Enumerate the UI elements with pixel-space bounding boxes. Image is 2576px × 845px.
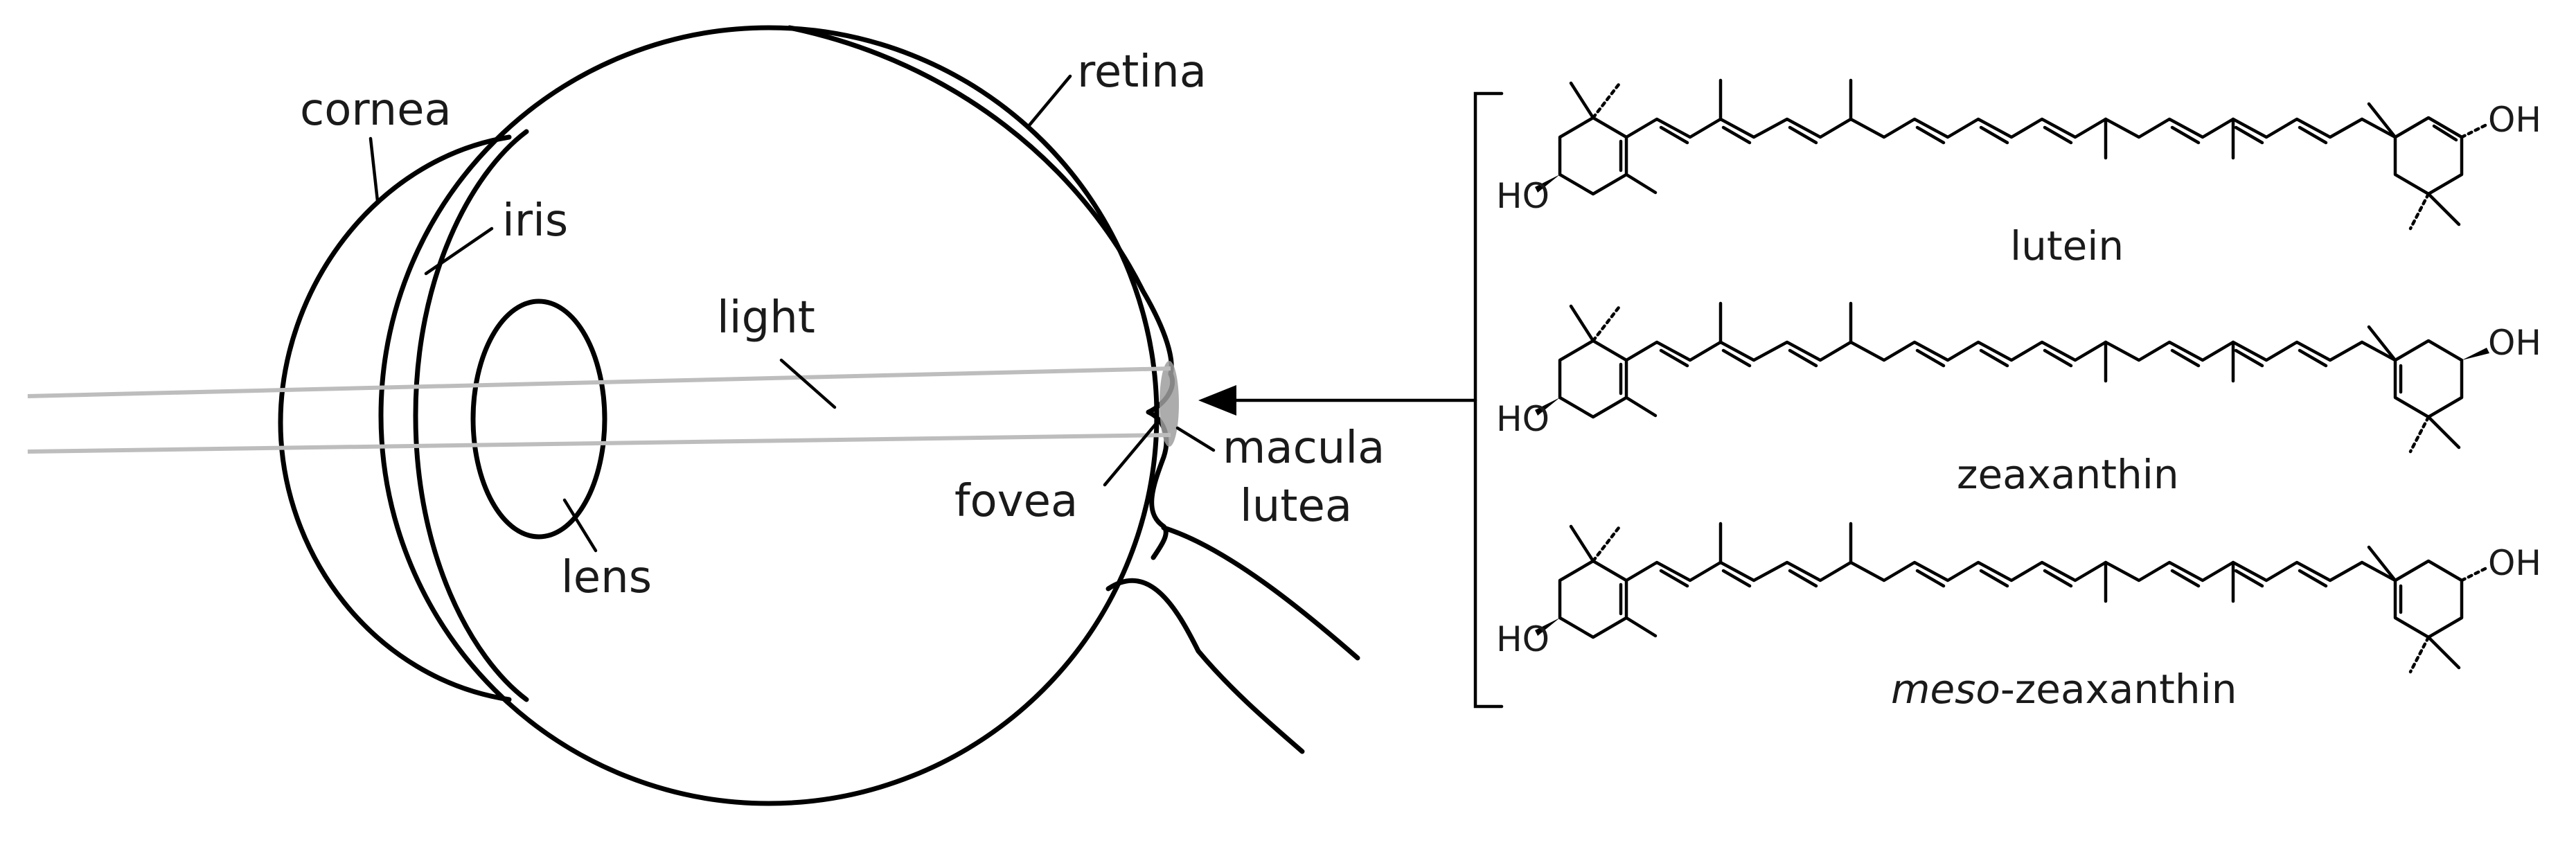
- cornea-leader: [368, 136, 380, 203]
- retina-leader: [1027, 74, 1072, 128]
- light-leader: [779, 358, 837, 409]
- cornea-label: cornea: [300, 84, 452, 136]
- meso-prefix: meso: [1891, 666, 2000, 713]
- fovea-leader: [1103, 419, 1160, 487]
- light-ray-lower: [27, 433, 1171, 454]
- macula-leader: [1175, 426, 1216, 452]
- zeaxanthin-name: zeaxanthin: [1957, 451, 2179, 498]
- zeaxanthin-oh-label: OH: [2488, 323, 2541, 363]
- lutein-structure: HO OH lutein: [1496, 80, 2541, 269]
- meso-oh-label: OH: [2488, 543, 2541, 583]
- lens-leader: [562, 498, 598, 553]
- lutein-name: lutein: [2010, 222, 2124, 269]
- meso-ho-label: HO: [1496, 619, 1549, 659]
- optic-nerve-lower: [1105, 578, 1305, 754]
- meso-zeaxanthin-structure: HO OH meso-zeaxanthin: [1496, 524, 2541, 713]
- zeaxanthin-ho-label: HO: [1496, 399, 1549, 439]
- lutein-oh-label: OH: [2488, 100, 2541, 140]
- lutein-ho-label: HO: [1496, 176, 1549, 216]
- lens-outline: [470, 299, 607, 540]
- bracket: [1473, 91, 1504, 709]
- iris-label: iris: [502, 195, 568, 247]
- pointer-arrow-head: [1198, 385, 1236, 416]
- zeaxanthin-structure: HO OH zeaxanthin: [1496, 303, 2541, 498]
- retina-label: retina: [1077, 46, 1207, 98]
- eyeball-outline: [378, 25, 1160, 806]
- optic-nerve-upper: [1161, 525, 1360, 661]
- iris-leader: [424, 226, 494, 276]
- iris-outline: [413, 129, 529, 702]
- pigment-bracket: [1198, 91, 1504, 709]
- macula-lutea-shade: [1160, 361, 1179, 447]
- retina-outline: [787, 25, 1174, 377]
- cornea-outline: [278, 134, 512, 702]
- fovea-label: fovea: [954, 476, 1078, 527]
- eye-illustration: cornea iris retina light lens fovea macu…: [27, 25, 1385, 806]
- lens-label: lens: [561, 552, 652, 603]
- macula-label-line1: macula: [1223, 423, 1385, 474]
- light-ray-upper: [27, 366, 1171, 398]
- meso-name-rest: -zeaxanthin: [2000, 666, 2237, 713]
- macula-label-line2: lutea: [1240, 481, 1352, 532]
- meso-zeaxanthin-name: meso-zeaxanthin: [1891, 666, 2237, 713]
- light-label: light: [717, 292, 815, 344]
